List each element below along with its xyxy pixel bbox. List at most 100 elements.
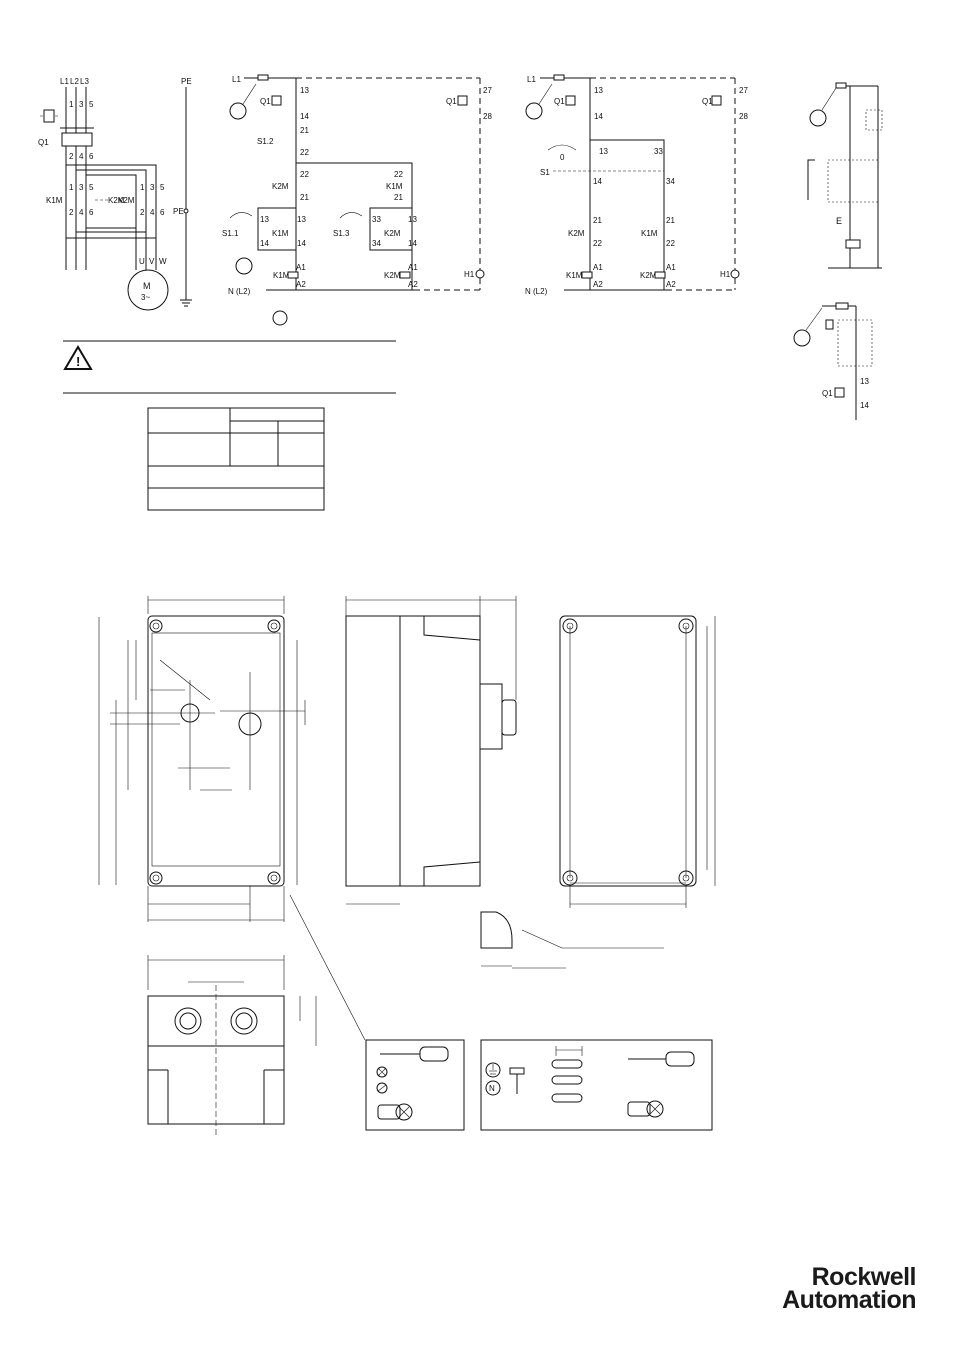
warning-box: ! bbox=[63, 340, 396, 394]
k2m-nc-label-b: K2M bbox=[568, 229, 585, 238]
q1-aux-term-14-c: 14 bbox=[860, 401, 869, 410]
k2m-no-label: K2M bbox=[384, 229, 401, 238]
k1m-coil-a2-b: A2 bbox=[593, 280, 603, 289]
q1-label-a: Q1 bbox=[260, 97, 271, 106]
k1m-coil-a1-b: A1 bbox=[593, 263, 603, 272]
torque-x-icon-2 bbox=[646, 1100, 664, 1118]
k2m-power-name: K2M bbox=[118, 196, 135, 205]
s13-label: S1.3 bbox=[333, 229, 350, 238]
pe-terminal-label: PE bbox=[173, 207, 184, 216]
motor-sub-label: 3~ bbox=[141, 293, 150, 302]
q1-breaker-symbol bbox=[61, 132, 93, 147]
q1-term-14-a: 14 bbox=[300, 112, 309, 121]
k1m-coil-label-b: K1M bbox=[566, 271, 583, 280]
k1m-nc-term-21: 21 bbox=[394, 193, 403, 202]
k2m-term-bottom-6: 6 bbox=[160, 208, 165, 217]
q1-term-bottom-6: 6 bbox=[89, 152, 94, 161]
k1m-term-bottom-2: 2 bbox=[69, 208, 74, 217]
screw-head-icon-2 bbox=[627, 1101, 651, 1117]
q1-term-bottom-4: 4 bbox=[79, 152, 84, 161]
h1-label-b: H1 bbox=[720, 270, 731, 279]
torque-x-icon bbox=[395, 1103, 413, 1121]
tool-box-left bbox=[365, 1039, 465, 1131]
k1m-term-top-5: 5 bbox=[89, 183, 94, 192]
callout-circle-a1 bbox=[229, 102, 247, 120]
k1m-term-top-1: 1 bbox=[69, 183, 74, 192]
motor-terminal-u: U bbox=[139, 257, 145, 266]
enclosure-front-view bbox=[98, 596, 366, 1041]
slotted-screw-icon bbox=[376, 1082, 388, 1094]
q1-term-top-3: 3 bbox=[79, 100, 84, 109]
callout-circle-c1 bbox=[809, 109, 827, 127]
k1m-term-bottom-6: 6 bbox=[89, 208, 94, 217]
k1m-no-term-14: 14 bbox=[297, 239, 306, 248]
warning-triangle-icon bbox=[63, 345, 93, 370]
s13-term-34: 34 bbox=[372, 239, 381, 248]
wire-stripped-icon-2 bbox=[551, 1075, 583, 1085]
k1m-no-label: K1M bbox=[272, 229, 289, 238]
screwdriver-icon bbox=[419, 1046, 449, 1062]
k1m-term-bottom-4: 4 bbox=[79, 208, 84, 217]
k2m-nc-term-21: 21 bbox=[300, 193, 309, 202]
k1m-nc-term-22: 22 bbox=[394, 170, 403, 179]
control-circuit-a: L1 Q1 13 14 Q1 27 28 21 S1.2 22 22 K2M 2… bbox=[222, 74, 492, 326]
enclosure-back-view bbox=[559, 615, 716, 908]
k2m-coil-a1: A1 bbox=[408, 263, 418, 272]
s1-term-34: 34 bbox=[666, 177, 675, 186]
crosshead-screw-icon bbox=[376, 1066, 388, 1078]
s11-label: S1.1 bbox=[222, 229, 239, 238]
svg-text:!: ! bbox=[76, 354, 80, 369]
k1m-power-label: K1M bbox=[46, 196, 63, 205]
s1-term-13: 13 bbox=[599, 147, 608, 156]
callout-circle-c2 bbox=[793, 329, 811, 347]
tool-box-right: N bbox=[480, 1039, 713, 1131]
k2m-nc-term-22-b: 22 bbox=[593, 239, 602, 248]
q1-term-14-b: 14 bbox=[594, 112, 603, 121]
seal-profile-detail bbox=[480, 911, 664, 969]
q1-aux-term-27-b: 27 bbox=[739, 86, 748, 95]
enclosure-bottom-view bbox=[147, 955, 317, 1135]
k2m-term-bottom-2: 2 bbox=[140, 208, 145, 217]
n-label-b: N (L2) bbox=[525, 287, 548, 296]
callout-circle-a2 bbox=[235, 257, 253, 275]
logo-line-1: Rockwell bbox=[811, 1263, 917, 1291]
k2m-term-top-5: 5 bbox=[160, 183, 165, 192]
power-circuit-diagram: L1 L2 L3 PE 1 3 5 Q1 2 4 6 1 3 5 K1M K2M… bbox=[38, 77, 192, 311]
q1-aux-term-13-c: 13 bbox=[860, 377, 869, 386]
earth-terminal-icon bbox=[485, 1062, 501, 1078]
phase-label-l2: L2 bbox=[70, 77, 79, 86]
phase-label-l3: L3 bbox=[80, 77, 89, 86]
q1-label: Q1 bbox=[38, 138, 49, 147]
lamp-icon-b bbox=[730, 269, 740, 279]
k2m-term-bottom-4: 4 bbox=[150, 208, 155, 217]
k1m-coil-a1: A1 bbox=[296, 263, 306, 272]
s11-term-14: 14 bbox=[260, 239, 269, 248]
q1-handle-icon bbox=[43, 109, 55, 123]
motor-symbol bbox=[127, 269, 169, 311]
k1m-term-top-3: 3 bbox=[79, 183, 84, 192]
enclosure-side-view bbox=[345, 596, 517, 905]
q1-aux-term-28-b: 28 bbox=[739, 112, 748, 121]
s1-label: S1 bbox=[540, 168, 550, 177]
l1-label-b: L1 bbox=[527, 75, 536, 84]
q1-term-top-1: 1 bbox=[69, 100, 74, 109]
k2m-coil-a2: A2 bbox=[408, 280, 418, 289]
s12-term-21: 21 bbox=[300, 126, 309, 135]
motor-label: M bbox=[143, 281, 151, 291]
svg-text:N: N bbox=[489, 1084, 495, 1093]
k1m-nc-label: K1M bbox=[386, 182, 403, 191]
q1-label-c: Q1 bbox=[822, 389, 833, 398]
logo-line-2: Automation bbox=[782, 1286, 916, 1314]
k1m-nc-label-b: K1M bbox=[641, 229, 658, 238]
l1-label-a: L1 bbox=[232, 75, 241, 84]
k1m-no-term-13: 13 bbox=[297, 215, 306, 224]
k2m-nc-term-21-b: 21 bbox=[593, 216, 602, 225]
neutral-terminal-icon bbox=[485, 1080, 501, 1096]
cable-gland-right-icon bbox=[230, 1007, 258, 1035]
s12-label: S1.2 bbox=[257, 137, 274, 146]
s11-term-13: 13 bbox=[260, 215, 269, 224]
k2m-coil-a1-b: A1 bbox=[666, 263, 676, 272]
motor-terminal-v: V bbox=[149, 257, 155, 266]
